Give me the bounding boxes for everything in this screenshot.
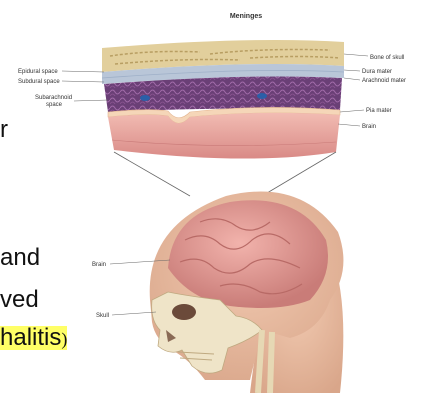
label-pia-mater: Pia mater	[366, 108, 392, 114]
eye-socket	[172, 304, 196, 320]
zoom-line-right	[262, 152, 336, 196]
label-dura-mater: Dura mater	[362, 69, 392, 75]
label-epidural-space: Epidural space	[18, 69, 58, 75]
label-subarachnoid-space-line1: Subarachnoid	[35, 95, 72, 101]
label-skull: Skull	[96, 313, 109, 319]
label-subarachnoid-space-line2: space	[46, 102, 63, 108]
zoom-line-left	[114, 152, 190, 196]
meninges-section	[102, 40, 344, 159]
arachnoid-layer	[104, 76, 342, 112]
head-illustration	[150, 192, 344, 393]
blood-vessel	[140, 95, 150, 101]
blood-vessel	[257, 93, 267, 99]
diagram-title: Meninges	[230, 13, 262, 20]
label-brain-head: Brain	[92, 262, 106, 268]
left-labels: Epidural space Subdural space Subarachno…	[18, 69, 108, 108]
label-bone-of-skull: Bone of skull	[370, 55, 404, 61]
label-brain-layer: Brain	[362, 124, 376, 130]
label-subdural-space: Subdural space	[18, 79, 60, 85]
brain-layer	[108, 113, 340, 159]
label-arachnoid-mater: Arachnoid mater	[362, 78, 406, 84]
right-labels: Bone of skull Dura mater Arachnoid mater…	[338, 54, 406, 130]
